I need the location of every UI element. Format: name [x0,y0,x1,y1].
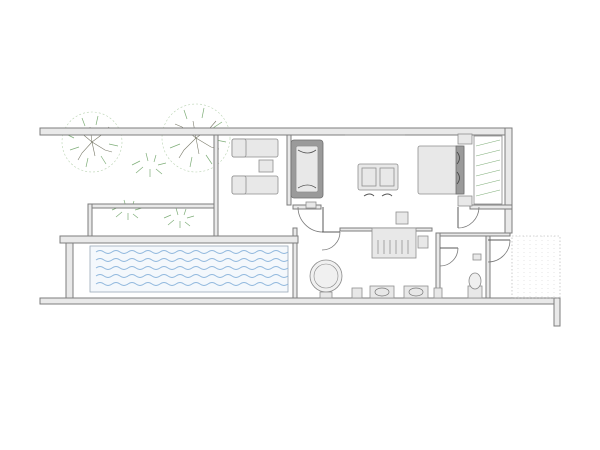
planter [473,135,503,205]
toilet-icon [467,272,483,299]
bathtub-icon [309,259,343,299]
shrub-icon [163,207,195,228]
nightstand [457,133,473,145]
shrub-icon [131,152,167,177]
shelf [433,287,443,299]
tree-icon [61,111,123,173]
door-swing-icon [321,231,341,251]
door-swing-icon [487,239,511,263]
bedroom [417,133,473,207]
pool [89,245,289,293]
shrub-icon [111,199,143,220]
nightstand [457,195,473,207]
sun-deck [231,138,279,195]
door-swings [297,206,511,267]
lounger-icon [231,138,279,158]
side-table [258,159,274,173]
tree-icon [161,103,231,173]
step [305,201,317,209]
door-swing-icon [457,206,480,229]
desk-icon [371,211,429,259]
lounger-icon [231,175,279,195]
door-swing-icon [439,247,459,267]
sofa-icon [290,139,324,199]
exterior-deck [511,235,561,299]
shower-head [472,253,482,261]
sink-icon [369,285,395,299]
lounge-chairs [357,163,399,197]
living-area [290,134,405,199]
garden-vegetation [61,103,231,228]
sink-icon [403,285,429,299]
stool [351,287,363,299]
bathroom [309,259,443,299]
door-swing-icon [297,206,324,233]
bed-icon [417,145,465,195]
